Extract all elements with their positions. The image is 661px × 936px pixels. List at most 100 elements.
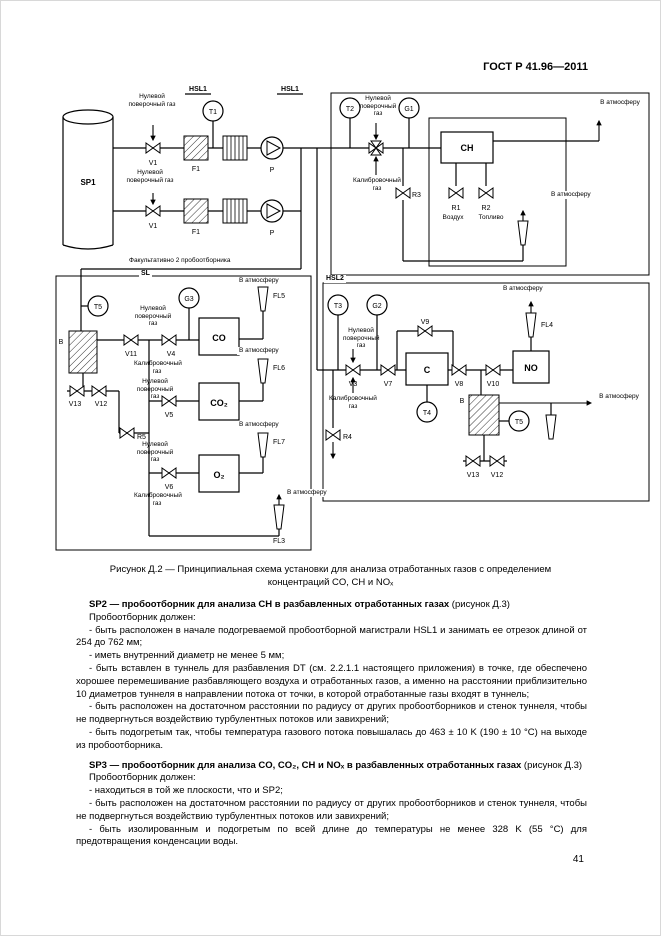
dryer-top xyxy=(222,135,248,161)
r2-tag: R2 xyxy=(482,205,491,212)
vent-funnel-ch xyxy=(517,220,529,246)
valve-r2 xyxy=(478,187,494,199)
v7-tag: V7 xyxy=(384,381,393,388)
vent-funnel-right xyxy=(545,414,557,440)
p-bottom-tag: P xyxy=(270,230,275,237)
analyzer-co2-box xyxy=(198,382,240,421)
r4-tag: R4 xyxy=(343,434,352,441)
fl3-tag: FL3 xyxy=(273,538,285,545)
atmosphere-label-fl7: В атмосферу xyxy=(237,421,281,429)
valve-v11 xyxy=(123,334,139,346)
atmosphere-label-right: В атмосферу xyxy=(599,393,639,400)
cal-gas-label-nox: Калибровочный газ xyxy=(329,395,377,410)
valve-v10 xyxy=(485,364,501,376)
sp2-intro: Пробоотборник должен: xyxy=(89,611,196,623)
temp-sensor-t2 xyxy=(339,97,361,119)
list-item: - находиться в той же плоскости, что и S… xyxy=(89,785,283,797)
sp2-heading: SP2 — пробоотборник для анализа CH в раз… xyxy=(76,599,587,612)
t2-tag: T2 xyxy=(346,106,354,113)
zero-gas-label-nox: Нулевой поверочный газ xyxy=(343,327,380,349)
analyzer-ch-box xyxy=(440,131,494,164)
valve-v6 xyxy=(161,467,177,479)
valve-v8 xyxy=(451,364,467,376)
pump-icon-top xyxy=(260,136,284,160)
he-left-b-label: В xyxy=(59,339,64,346)
v9-tag: V9 xyxy=(421,319,430,326)
zero-gas-label-ch: Нулевой поверочный газ xyxy=(359,95,397,117)
analyzer-co-box xyxy=(198,317,240,356)
optional-probes-note: Факультативно 2 пробоотборника xyxy=(129,257,231,264)
analyzer-o2-box xyxy=(198,454,240,493)
t3-tag: T3 xyxy=(334,303,342,310)
valve-r1 xyxy=(448,187,464,199)
t1-tag: T1 xyxy=(209,109,217,116)
v3-tag: V3 xyxy=(349,381,358,388)
valve-v12-left xyxy=(91,385,107,397)
valve-r5 xyxy=(119,427,135,439)
sp3-heading: SP3 — пробоотборник для анализа CO, CO₂,… xyxy=(76,760,587,773)
hsl2-line-label: HSL2 xyxy=(324,275,346,283)
list-item: - быть расположен на достаточном расстоя… xyxy=(76,797,587,822)
hsl1-label-left: HSL1 xyxy=(189,86,207,93)
zero-gas-label-co: Нулевой поверочный газ xyxy=(134,305,172,327)
standard-number-header: ГОСТ Р 41.96—2011 xyxy=(483,61,588,73)
temp-sensor-t1 xyxy=(202,100,224,122)
valve-r4 xyxy=(325,429,341,441)
flowmeter-fl7 xyxy=(257,432,269,458)
figure-d2-schematic: SP1 xyxy=(1,81,660,557)
gauge-g1 xyxy=(398,97,420,119)
valve-v4 xyxy=(161,334,177,346)
sp1-label: SP1 xyxy=(80,178,96,187)
zero-gas-label-o2: Нулевой поверочный газ xyxy=(136,441,174,463)
g3-tag: G3 xyxy=(184,296,193,303)
zero-gas-label-2: Нулевой поверочный газ xyxy=(126,169,174,184)
heat-exchanger-left xyxy=(68,330,98,374)
flowmeter-fl6 xyxy=(257,358,269,384)
valve-v9 xyxy=(417,325,433,337)
flow-arrows xyxy=(150,119,602,505)
atmosphere-label-fl5: В атмосферу xyxy=(237,277,281,285)
schematic-drawing: SP1 xyxy=(55,86,650,551)
fl5-tag: FL5 xyxy=(273,293,285,300)
f1-top-tag: F1 xyxy=(192,166,200,173)
v13-left-tag: V13 xyxy=(69,401,82,408)
figure-caption-line1: Рисунок Д.2 — Принципиальная схема устан… xyxy=(109,564,552,575)
list-item: - быть изолированным и подогретым по все… xyxy=(76,823,587,848)
valve-v13-left xyxy=(69,385,85,397)
v12-left-tag: V12 xyxy=(95,401,108,408)
v1-bottom-tag: V1 xyxy=(149,223,158,230)
flowmeter-fl3 xyxy=(273,504,285,530)
atmosphere-label-ch-vent: В атмосферу xyxy=(549,191,593,199)
list-item: - иметь внутренний диаметр не менее 5 мм… xyxy=(89,650,285,662)
co2-analyzer-label: CO₂ xyxy=(210,398,228,408)
o2-analyzer-label: O₂ xyxy=(214,470,225,480)
t4-tag: T4 xyxy=(423,410,431,417)
cal-gas-label-ch: Калибровочный газ xyxy=(353,177,401,192)
valve-v1-bottom xyxy=(145,205,161,217)
list-item: - быть подогретым так, чтобы температура… xyxy=(76,726,587,751)
v13-right-tag: V13 xyxy=(467,472,480,479)
r1-tag: R1 xyxy=(452,205,461,212)
nox-analyzer-frame xyxy=(322,282,650,502)
valve-cal-gas-ch xyxy=(368,140,384,156)
atmosphere-label-fl6: В атмосферу xyxy=(237,347,281,355)
fl6-tag: FL6 xyxy=(273,365,285,372)
converter-c-label: C xyxy=(424,365,431,375)
list-item: - быть расположен в начале подогреваемой… xyxy=(76,624,587,649)
heat-exchanger-right xyxy=(468,394,500,436)
temp-sensor-t5-right xyxy=(508,410,530,432)
fuel-label: Топливо xyxy=(478,214,504,221)
r5-tag: R5 xyxy=(137,434,146,441)
fl4-tag: FL4 xyxy=(541,322,553,329)
he-right-b-label: В xyxy=(460,398,465,405)
valve-v1-top xyxy=(145,142,161,154)
ch-analyzer-label: CH xyxy=(461,143,474,153)
zero-gas-label-co2: Нулевой поверочный газ xyxy=(136,378,174,400)
atmosphere-label-fl4: В атмосферу xyxy=(501,285,545,293)
page-number: 41 xyxy=(572,854,584,865)
cal-gas-label-o2: Калибровочный газ xyxy=(134,492,182,507)
g2-tag: G2 xyxy=(372,303,381,310)
zero-gas-label-1: Нулевой поверочный газ xyxy=(128,93,176,108)
figure-caption: Рисунок Д.2 — Принципиальная схема устан… xyxy=(1,563,660,589)
